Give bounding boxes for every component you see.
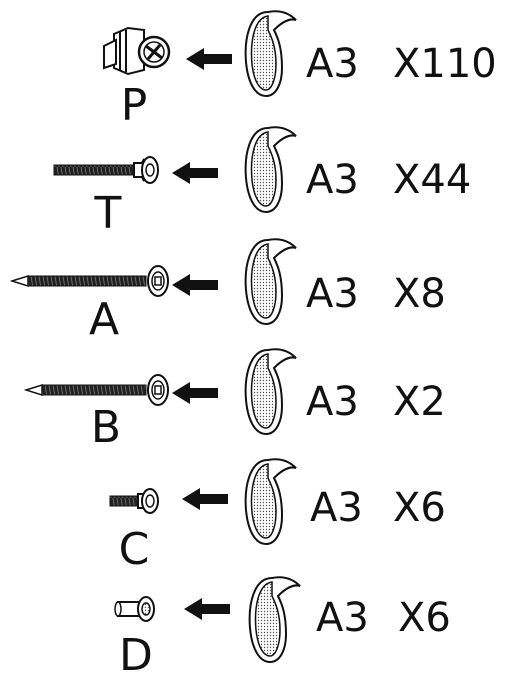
part-letter: P (120, 80, 148, 131)
code-label: A3 (306, 157, 359, 203)
left-arrow-icon (172, 274, 218, 296)
parts-bag-icon (244, 126, 297, 214)
quantity-label: X8 (393, 271, 446, 317)
left-arrow-icon (184, 598, 230, 620)
long-bolt-icon (10, 265, 169, 297)
code-label: A3 (306, 41, 359, 87)
parts-bag-icon (244, 348, 297, 436)
medium-bolt-icon (24, 374, 169, 406)
parts-bag-icon (244, 238, 297, 326)
parts-bag-icon (244, 10, 297, 98)
code-label: A3 (306, 271, 359, 317)
part-letter: B (90, 402, 122, 453)
parts-bag-icon (248, 576, 301, 664)
barrel-nut-icon (114, 596, 155, 622)
code-label: A3 (306, 379, 359, 425)
short-screw-icon (53, 156, 159, 184)
quantity-label: X6 (393, 485, 446, 531)
quantity-label: X44 (393, 157, 472, 203)
code-label: A3 (316, 595, 369, 641)
part-letter: C (118, 524, 150, 575)
left-arrow-icon (172, 162, 218, 184)
cam-lock-fitting-icon (103, 26, 171, 76)
part-letter: D (119, 630, 153, 681)
left-arrow-icon (172, 382, 218, 404)
quantity-label: X110 (393, 41, 497, 87)
left-arrow-icon (182, 488, 228, 510)
quantity-label: X6 (398, 595, 451, 641)
left-arrow-icon (186, 48, 232, 70)
small-screw-icon (109, 488, 159, 514)
quantity-label: X2 (393, 379, 446, 425)
part-letter: T (94, 188, 122, 239)
code-label: A3 (310, 485, 363, 531)
part-letter: A (88, 294, 120, 345)
parts-bag-icon (244, 458, 297, 546)
